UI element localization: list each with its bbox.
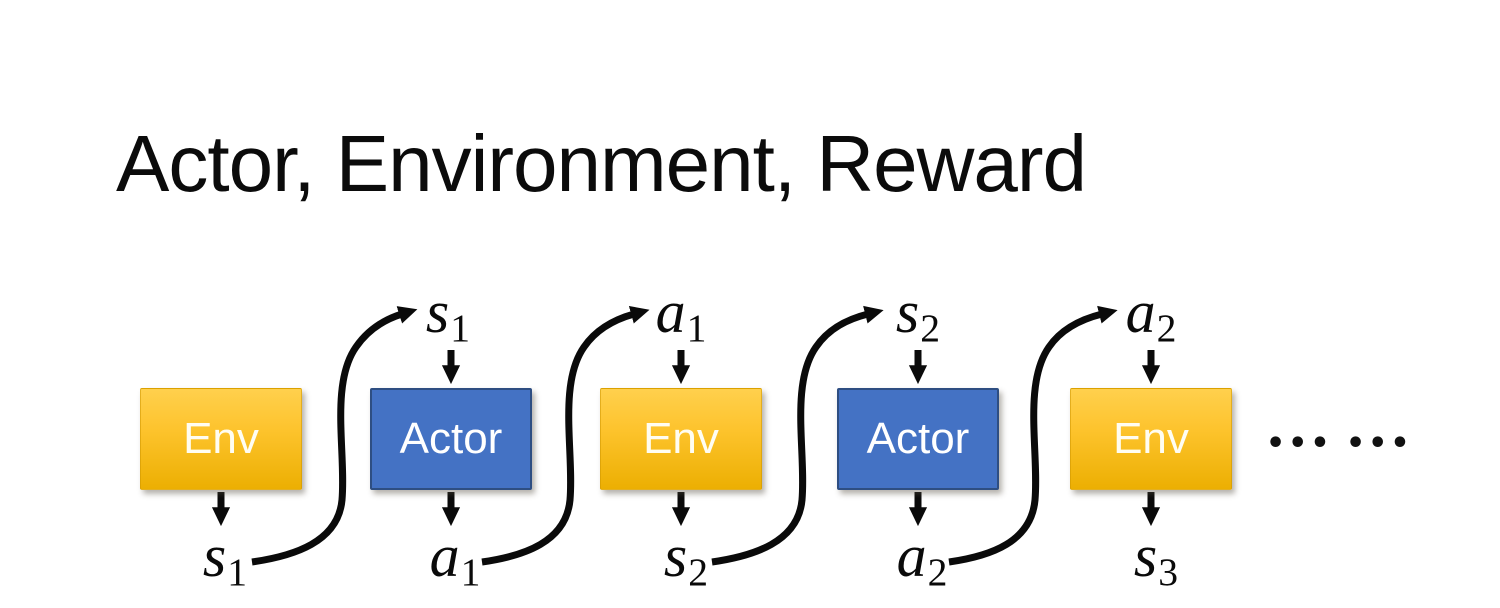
env-box-2: Env — [600, 388, 762, 490]
top-label-a1: a1 — [611, 279, 751, 348]
bottom-down-arrows — [211, 492, 1161, 527]
label-base: s — [425, 279, 450, 345]
label-base: s — [1133, 523, 1158, 589]
label-base: s — [663, 523, 688, 589]
label-base: a — [1125, 279, 1156, 345]
ellipsis-dots: ••• ••• — [1266, 426, 1413, 461]
curve-arrow-a1 — [481, 305, 650, 566]
label-base: s — [202, 523, 227, 589]
top-label-s1: s1 — [378, 279, 518, 348]
bottom-label-a2: a2 — [852, 523, 992, 592]
actor-box-1: Actor — [370, 388, 532, 490]
label-base: a — [429, 523, 460, 589]
label-base: a — [896, 523, 927, 589]
top-label-a2: a2 — [1081, 279, 1221, 348]
bottom-label-s1: s1 — [155, 523, 295, 592]
curve-arrow-s1 — [251, 306, 418, 566]
label-sub: 1 — [460, 549, 481, 594]
bottom-label-s3: s3 — [1086, 523, 1226, 592]
curve-arrow-s2 — [711, 305, 884, 566]
env-box-1: Env — [140, 388, 302, 490]
actor-box-2: Actor — [837, 388, 999, 490]
label-sub: 1 — [227, 549, 248, 594]
bottom-label-a1: a1 — [385, 523, 525, 592]
page-title: Actor, Environment, Reward — [116, 119, 1087, 208]
curved-connectors — [251, 305, 1118, 566]
label-sub: 1 — [450, 305, 471, 350]
curve-arrow-a2 — [948, 305, 1118, 566]
label-sub: 2 — [927, 549, 948, 594]
label-sub: 3 — [1158, 549, 1179, 594]
bottom-label-s2: s2 — [616, 523, 756, 592]
label-sub: 2 — [688, 549, 709, 594]
label-sub: 1 — [686, 305, 707, 350]
top-label-s2: s2 — [848, 279, 988, 348]
env-box-3: Env — [1070, 388, 1232, 490]
label-base: s — [895, 279, 920, 345]
label-sub: 2 — [920, 305, 941, 350]
label-base: a — [655, 279, 686, 345]
label-sub: 2 — [1156, 305, 1177, 350]
top-down-arrows — [441, 350, 1161, 385]
